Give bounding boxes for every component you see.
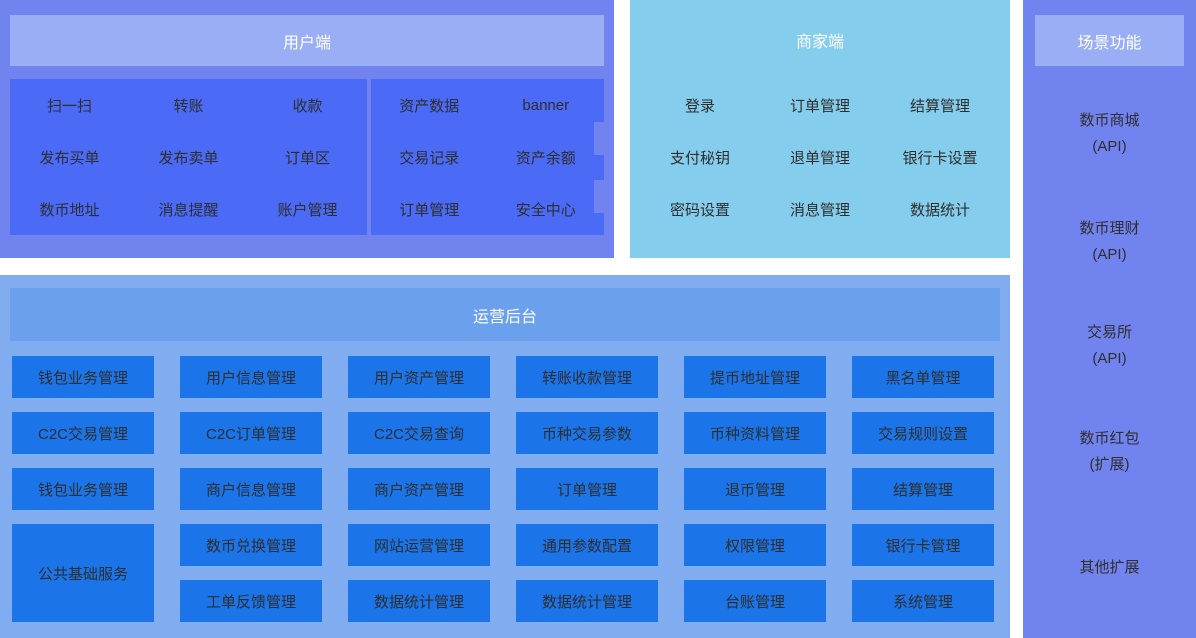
scenario-item: 数币理财 (API)	[1023, 216, 1196, 268]
merchant-item: 银行卡设置	[902, 149, 978, 167]
user-item: 订单区	[284, 149, 330, 167]
scenario-panel: 场景功能 数币商城 (API) 数币理财 (API) 交易所 (API) 数币红…	[1023, 0, 1196, 638]
user-item: 账户管理	[277, 201, 338, 219]
scenario-item-line1: 数币红包	[1079, 430, 1140, 447]
scenario-item: 交易所 (API)	[1023, 320, 1196, 372]
merchant-panel-title: 商家端	[795, 33, 844, 51]
ops-item: 数币兑换管理	[180, 524, 322, 566]
ops-item: 币种资料管理	[684, 412, 826, 454]
ops-item: 银行卡管理	[852, 524, 994, 566]
user-panel-group-assets: 资产数据 banner 交易记录 资产余额 订单管理 安全中心	[371, 79, 604, 235]
ops-item: 用户资产管理	[348, 356, 490, 398]
ops-item: 数据统计管理	[348, 580, 490, 622]
ops-item: 结算管理	[852, 468, 994, 510]
ops-item: 商户信息管理	[180, 468, 322, 510]
user-item: banner	[522, 96, 570, 114]
ops-item: 台账管理	[684, 580, 826, 622]
ops-item: 系统管理	[852, 580, 994, 622]
scenario-item-line2: (API)	[1092, 246, 1127, 263]
scenario-item-line1: 数币理财	[1079, 220, 1140, 237]
ops-item: 转账收款管理	[516, 356, 658, 398]
scenario-item-line2: (API)	[1092, 350, 1127, 367]
scenario-item-line1: 其他扩展	[1079, 559, 1140, 576]
ops-item: 数据统计管理	[516, 580, 658, 622]
merchant-item: 结算管理	[909, 97, 970, 115]
user-item: 数币地址	[39, 201, 100, 219]
user-panel-groups: 扫一扫 转账 收款 发布买单 发布卖单 订单区 数币地址 消息提醒 账户管理 资…	[10, 79, 604, 235]
ops-item: 退币管理	[684, 468, 826, 510]
ops-item: 交易规则设置	[852, 412, 994, 454]
scenario-item: 其他扩展	[1023, 542, 1196, 594]
ops-item: 订单管理	[516, 468, 658, 510]
user-panel-group-basic: 扫一扫 转账 收款 发布买单 发布卖单 订单区 数币地址 消息提醒 账户管理	[10, 79, 367, 235]
ops-item: 提币地址管理	[684, 356, 826, 398]
ops-item: C2C交易查询	[348, 412, 490, 454]
merchant-panel-grid: 登录 订单管理 结算管理 支付秘钥 退单管理 银行卡设置 密码设置 消息管理 数…	[640, 79, 1000, 235]
merchant-item: 消息管理	[789, 201, 850, 219]
user-item: 发布卖单	[158, 149, 219, 167]
user-item: 安全中心	[515, 201, 576, 219]
merchant-panel: 商家端 登录 订单管理 结算管理 支付秘钥 退单管理 银行卡设置 密码设置 消息…	[630, 0, 1010, 258]
ops-item: 用户信息管理	[180, 356, 322, 398]
merchant-item: 订单管理	[789, 97, 850, 115]
ops-item: 工单反馈管理	[180, 580, 322, 622]
user-item: 收款	[292, 97, 323, 115]
user-item: 消息提醒	[158, 201, 219, 219]
ops-item-tall: 公共基础服务	[12, 524, 154, 622]
ops-item: 钱包业务管理	[12, 356, 154, 398]
scenario-item: 数币商城 (API)	[1023, 108, 1196, 160]
merchant-item: 数据统计	[909, 201, 970, 219]
scenario-item-line1: 交易所	[1086, 324, 1132, 341]
merchant-item: 登录	[684, 97, 715, 115]
scenario-item-line1: 数币商城	[1079, 112, 1140, 129]
user-item: 扫一扫	[46, 97, 92, 115]
user-item: 交易记录	[399, 149, 460, 167]
scenario-item-line2: (API)	[1092, 138, 1127, 155]
user-item: 订单管理	[399, 201, 460, 219]
scenario-item: 数币红包 (扩展)	[1023, 426, 1196, 478]
ops-panel-title: 运营后台	[10, 288, 1000, 341]
user-item: 转账	[173, 97, 204, 115]
ops-item: 黑名单管理	[852, 356, 994, 398]
ops-item: 币种交易参数	[516, 412, 658, 454]
user-item: 资产数据	[399, 97, 460, 115]
ops-item: 商户资产管理	[348, 468, 490, 510]
merchant-item: 退单管理	[789, 149, 850, 167]
ops-item: 通用参数配置	[516, 524, 658, 566]
panel-edge-notch	[594, 122, 604, 155]
scenario-item-line2: (扩展)	[1089, 456, 1130, 473]
ops-item: C2C订单管理	[180, 412, 322, 454]
merchant-item: 密码设置	[669, 201, 730, 219]
user-item: 资产余额	[515, 149, 576, 167]
ops-item: 钱包业务管理	[12, 468, 154, 510]
merchant-item: 支付秘钥	[669, 149, 730, 167]
user-panel: 用户端 扫一扫 转账 收款 发布买单 发布卖单 订单区 数币地址 消息提醒 账户…	[0, 0, 614, 258]
user-panel-title: 用户端	[10, 15, 604, 66]
ops-item: C2C交易管理	[12, 412, 154, 454]
ops-item: 网站运营管理	[348, 524, 490, 566]
user-item: 发布买单	[39, 149, 100, 167]
ops-item: 权限管理	[684, 524, 826, 566]
panel-edge-notch	[594, 180, 604, 213]
ops-panel: 运营后台 钱包业务管理 用户信息管理 用户资产管理 转账收款管理 提币地址管理 …	[0, 275, 1010, 638]
scenario-panel-title: 场景功能	[1035, 15, 1184, 66]
ops-panel-grid: 钱包业务管理 用户信息管理 用户资产管理 转账收款管理 提币地址管理 黑名单管理…	[12, 356, 994, 622]
